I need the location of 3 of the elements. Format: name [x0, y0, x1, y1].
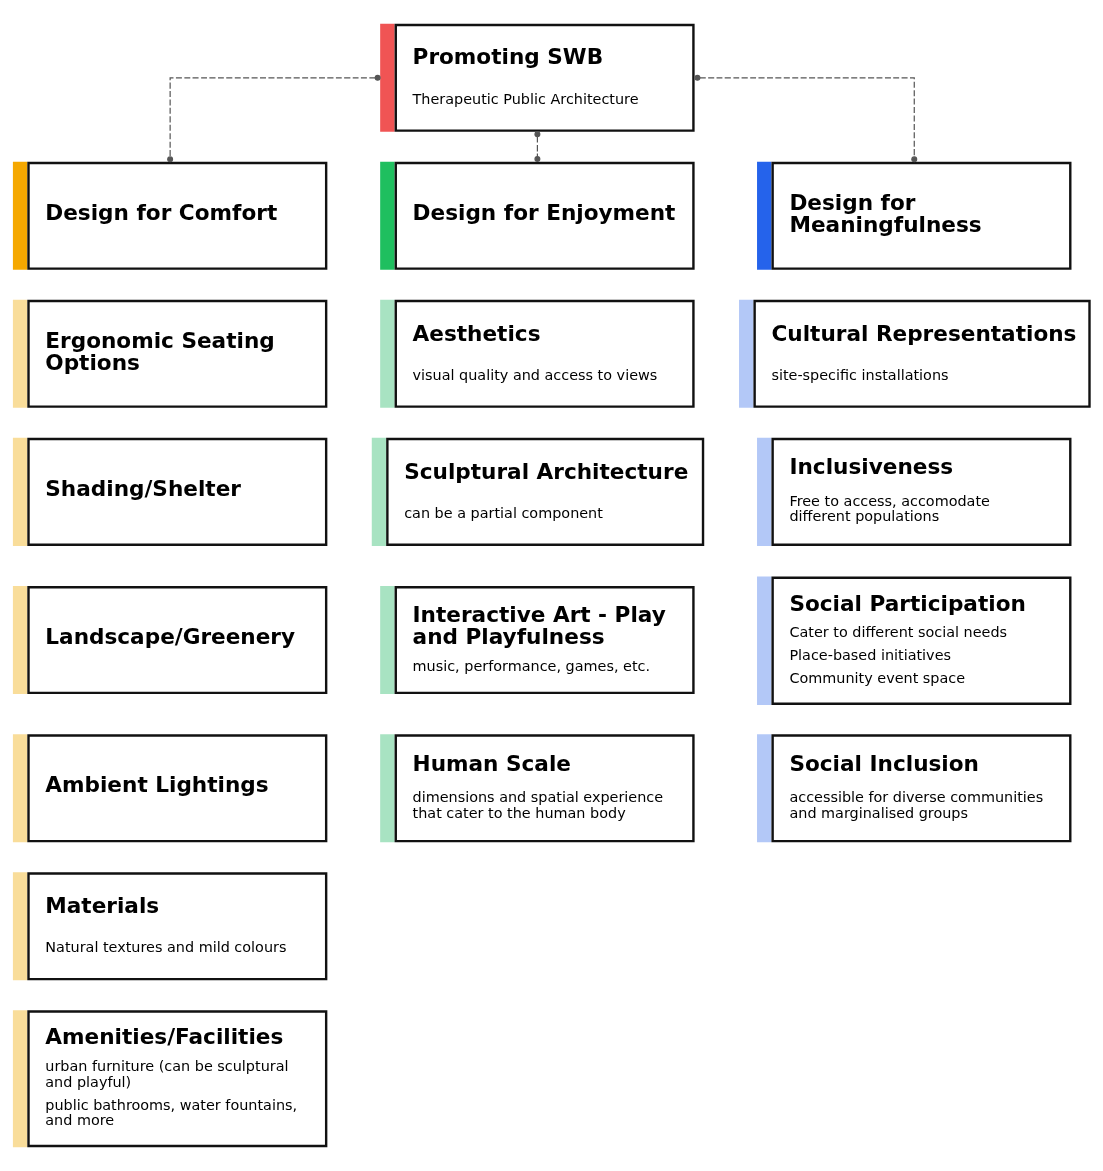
connector: [167, 74, 381, 163]
connector: [694, 74, 918, 163]
connector: [534, 131, 541, 162]
